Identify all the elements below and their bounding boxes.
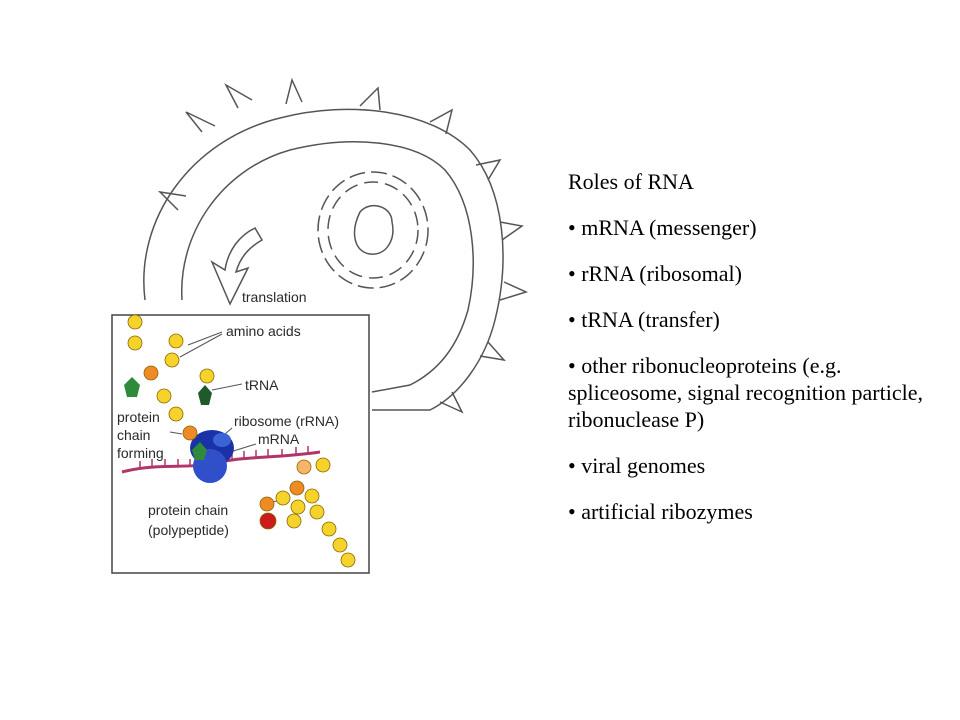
role-item: rRNA (ribosomal) [568,260,948,287]
role-item: tRNA (transfer) [568,306,948,333]
label-protein-chain-forming-3: forming [117,445,164,461]
mrna-strand-ticks [139,446,309,468]
role-label: rRNA (ribosomal) [581,261,742,286]
roles-heading: Roles of RNA [568,169,694,194]
role-label: artificial ribozymes [581,499,753,524]
role-item: artificial ribozymes [568,498,948,525]
label-trna: tRNA [245,377,279,393]
label-protein-chain-1: protein chain [148,502,228,518]
label-ribosome: ribosome (rRNA) [234,413,339,429]
role-item: other ribonucleoproteins (e.g. spliceoso… [568,352,948,433]
label-protein-chain-2: (polypeptide) [148,522,229,538]
label-translation: translation [242,289,307,305]
trna-icon [124,377,140,397]
role-item: viral genomes [568,452,948,479]
amino-acids [127,314,356,568]
translation-arrow [210,227,264,306]
nucleus [317,171,429,289]
role-label: other ribonucleoproteins (e.g. spliceoso… [568,353,923,432]
label-amino-acids: amino acids [226,323,301,339]
trna-icon [198,385,212,405]
label-mrna: mRNA [258,431,300,447]
trna-molecules [124,377,212,460]
role-label: viral genomes [581,453,706,478]
roles-list: mRNA (messenger) rRNA (ribosomal) tRNA (… [568,214,948,525]
cell-translation-diagram: translation [111,77,529,574]
cell-outline [143,77,529,414]
trna-icon [192,442,207,460]
label-protein-chain-forming-2: chain [117,427,150,443]
role-item: mRNA (messenger) [568,214,948,241]
label-protein-chain-forming-1: protein [117,409,160,425]
role-label: mRNA (messenger) [581,215,757,240]
role-label: tRNA (transfer) [581,307,720,332]
roles-of-rna-panel: Roles of RNA mRNA (messenger) rRNA (ribo… [568,168,948,544]
